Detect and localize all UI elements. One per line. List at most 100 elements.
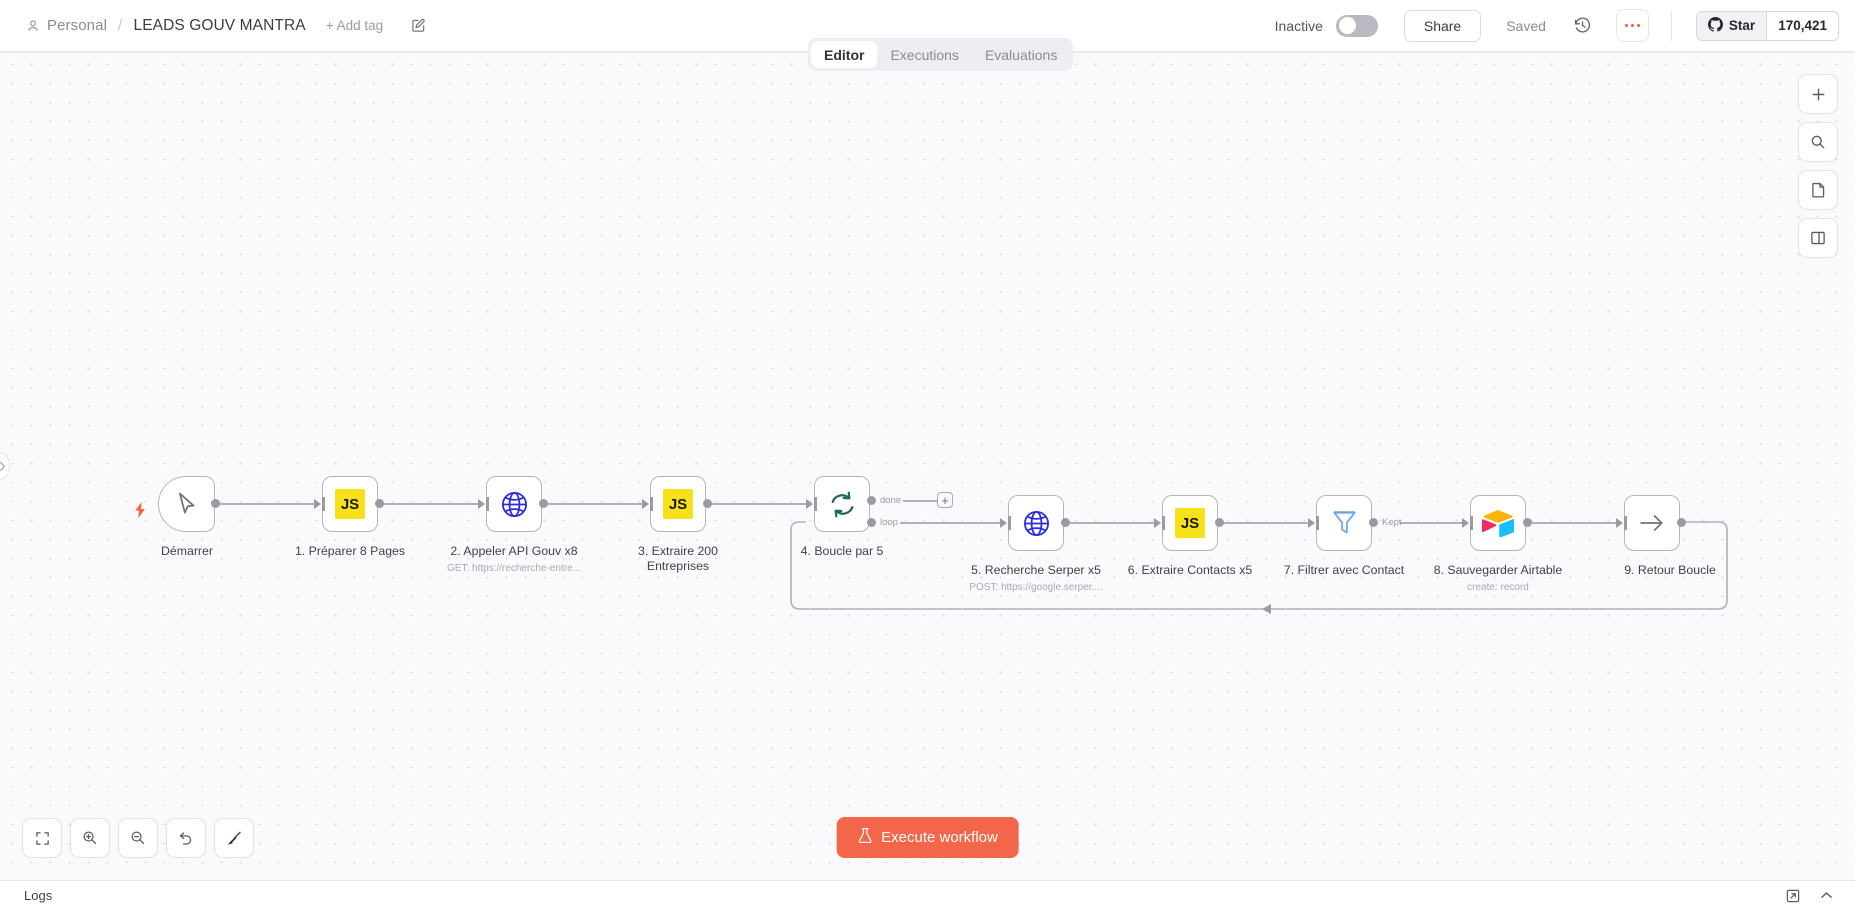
broom-icon bbox=[227, 831, 241, 845]
person-icon bbox=[26, 19, 40, 33]
node-sauvegarder-airtable[interactable] bbox=[1470, 495, 1526, 551]
globe-icon bbox=[1023, 510, 1049, 536]
connection-label-kept: Kept bbox=[1382, 517, 1402, 528]
connection-6-to-7 bbox=[1223, 522, 1308, 524]
workflow-canvas[interactable]: Démarrer JS 1. Préparer 8 Pages 2. Appel… bbox=[0, 52, 1855, 880]
edit-pencil-icon[interactable] bbox=[411, 18, 426, 33]
node-label-demarrer: Démarrer bbox=[161, 544, 213, 558]
node-output-8[interactable] bbox=[1523, 518, 1532, 527]
zoom-in-button[interactable] bbox=[70, 818, 110, 858]
note-icon bbox=[1811, 182, 1824, 198]
canvas-bottom-toolbar bbox=[22, 818, 254, 858]
globe-icon bbox=[501, 491, 527, 517]
logs-bar[interactable]: Logs bbox=[0, 880, 1855, 910]
zoom-out-icon bbox=[131, 831, 145, 845]
breadcrumb-separator: / bbox=[118, 16, 123, 34]
node-input-5[interactable] bbox=[1000, 516, 1011, 530]
chevron-right-icon bbox=[0, 461, 5, 471]
node-input-8[interactable] bbox=[1462, 516, 1473, 530]
add-node-stub-done[interactable]: + bbox=[937, 492, 953, 508]
github-star-count: 170,421 bbox=[1766, 11, 1838, 40]
node-subtitle-appeler-api-gouv: GET: https://recherche-entre... bbox=[447, 563, 581, 574]
connection-demarrer-to-1 bbox=[219, 503, 314, 505]
loop-icon bbox=[831, 491, 853, 517]
search-icon bbox=[1811, 135, 1825, 149]
connection-2-to-3 bbox=[547, 503, 642, 505]
tab-editor[interactable]: Editor bbox=[811, 41, 878, 68]
logs-actions bbox=[1786, 889, 1855, 903]
zoom-to-fit-button[interactable] bbox=[22, 818, 62, 858]
github-icon bbox=[1707, 16, 1723, 35]
node-recherche-serper[interactable] bbox=[1008, 495, 1064, 551]
connection-label-loop: loop bbox=[880, 517, 898, 528]
editor-tabs: Editor Executions Evaluations bbox=[808, 38, 1074, 71]
search-nodes-button[interactable] bbox=[1798, 122, 1838, 162]
connection-4-to-5 bbox=[900, 522, 1000, 524]
node-output-4-done[interactable] bbox=[867, 496, 876, 505]
node-label-recherche-serper: 5. Recherche Serper x5 bbox=[971, 563, 1101, 577]
zoom-out-button[interactable] bbox=[118, 818, 158, 858]
workflow-active-label: Inactive bbox=[1274, 17, 1323, 34]
node-boucle-par-5[interactable] bbox=[814, 476, 870, 532]
tab-executions[interactable]: Executions bbox=[890, 46, 959, 63]
breadcrumb-personal[interactable]: Personal bbox=[47, 17, 108, 34]
node-input-4[interactable] bbox=[806, 497, 817, 511]
node-preparer-8-pages[interactable]: JS bbox=[322, 476, 378, 532]
node-output-5[interactable] bbox=[1061, 518, 1070, 527]
node-subtitle-sauvegarder-airtable: create: record bbox=[1467, 582, 1529, 593]
node-output-7-kept[interactable] bbox=[1369, 518, 1378, 527]
node-output-3[interactable] bbox=[703, 499, 712, 508]
node-output-9[interactable] bbox=[1677, 518, 1686, 527]
node-input-3[interactable] bbox=[642, 497, 653, 511]
popout-icon[interactable] bbox=[1786, 889, 1800, 903]
node-label-extraire-200-entreprises: 3. Extraire 200 Entreprises bbox=[638, 544, 718, 573]
header-divider bbox=[1670, 10, 1672, 41]
node-appeler-api-gouv[interactable] bbox=[486, 476, 542, 532]
share-button[interactable]: Share bbox=[1403, 9, 1482, 42]
node-output-6[interactable] bbox=[1215, 518, 1224, 527]
add-node-button[interactable] bbox=[1798, 74, 1838, 114]
github-star-button[interactable]: Star 170,421 bbox=[1695, 10, 1839, 41]
execute-workflow-label: Execute workflow bbox=[881, 829, 998, 846]
history-clock-icon[interactable] bbox=[1572, 15, 1594, 37]
node-label-filtrer-avec-contact: 7. Filtrer avec Contact bbox=[1283, 563, 1405, 577]
reset-zoom-button[interactable] bbox=[166, 818, 206, 858]
node-input-2[interactable] bbox=[478, 497, 489, 511]
workflow-active-toggle[interactable] bbox=[1335, 14, 1378, 37]
node-demarrer[interactable] bbox=[158, 476, 215, 532]
node-label-extraire-contacts: 6. Extraire Contacts x5 bbox=[1127, 563, 1253, 577]
node-output-2[interactable] bbox=[539, 499, 548, 508]
save-status-label: Saved bbox=[1506, 17, 1546, 34]
toggle-panel-button[interactable] bbox=[1798, 218, 1838, 258]
node-input-7[interactable] bbox=[1308, 516, 1319, 530]
tab-evaluations[interactable]: Evaluations bbox=[984, 46, 1058, 63]
execute-workflow-button[interactable]: Execute workflow bbox=[836, 817, 1019, 858]
chevron-up-icon[interactable] bbox=[1820, 891, 1833, 900]
github-star-label: Star bbox=[1728, 18, 1756, 33]
panel-icon bbox=[1811, 231, 1825, 245]
tidy-up-button[interactable] bbox=[214, 818, 254, 858]
connection-5-to-6 bbox=[1069, 522, 1154, 524]
connection-label-done: done bbox=[880, 495, 902, 506]
more-dots-icon[interactable] bbox=[1615, 9, 1649, 42]
node-filtrer-avec-contact[interactable] bbox=[1316, 495, 1372, 551]
node-output-1[interactable] bbox=[375, 499, 384, 508]
header-right-group: Inactive Share Saved Star 170,421 bbox=[1275, 9, 1855, 42]
node-input-6[interactable] bbox=[1154, 516, 1165, 530]
lightning-bolt-icon bbox=[134, 502, 147, 523]
cursor-pointer-icon bbox=[178, 492, 195, 514]
zoom-in-icon bbox=[83, 831, 97, 845]
add-sticky-note-button[interactable] bbox=[1798, 170, 1838, 210]
node-extraire-contacts[interactable]: JS bbox=[1162, 495, 1218, 551]
node-extraire-200-entreprises[interactable]: JS bbox=[650, 476, 706, 532]
page-title[interactable]: LEADS GOUV MANTRA bbox=[133, 16, 306, 34]
add-tag-button[interactable]: + Add tag bbox=[325, 18, 384, 33]
logs-title: Logs bbox=[24, 888, 53, 903]
js-icon: JS bbox=[1175, 508, 1205, 538]
node-output-4-loop[interactable] bbox=[867, 518, 876, 527]
node-retour-boucle[interactable] bbox=[1624, 495, 1680, 551]
node-input-9[interactable] bbox=[1616, 516, 1627, 530]
github-star-left[interactable]: Star bbox=[1696, 11, 1767, 40]
node-output-demarrer[interactable] bbox=[211, 499, 220, 508]
node-input-1[interactable] bbox=[314, 497, 325, 511]
